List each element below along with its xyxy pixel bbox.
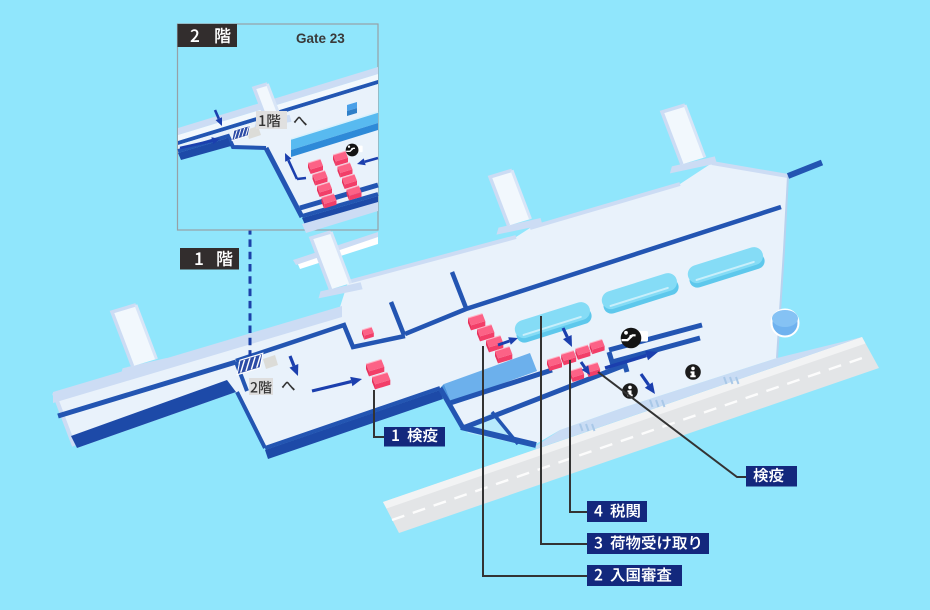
svg-text:Gate 23: Gate 23	[296, 31, 345, 46]
